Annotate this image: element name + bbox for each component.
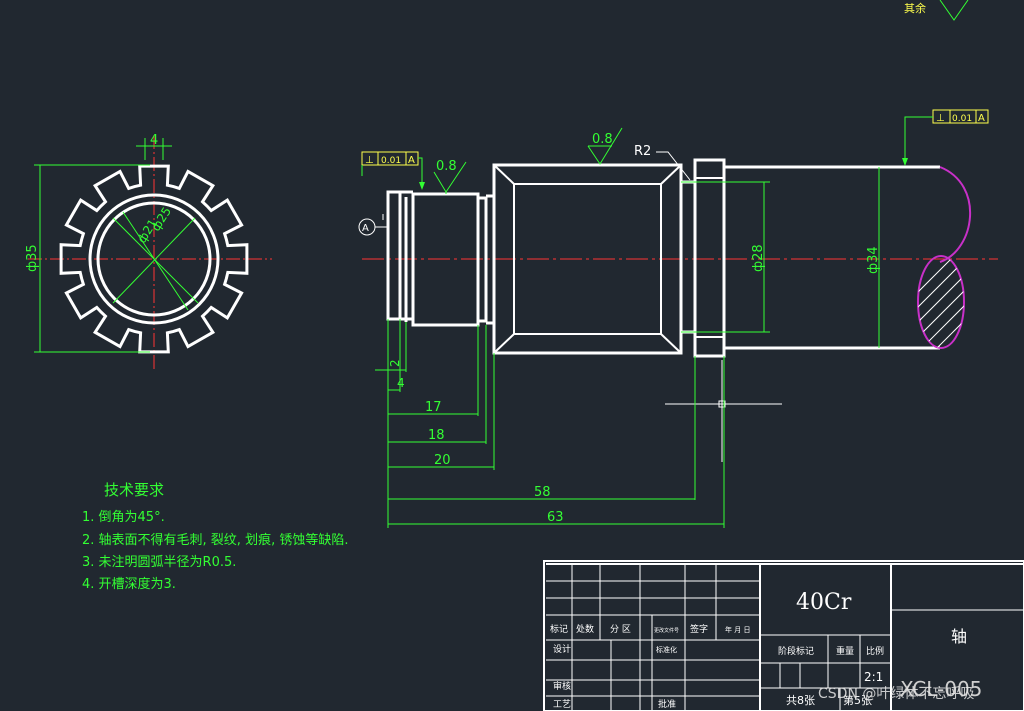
scale-label: 比例 xyxy=(866,645,884,657)
shaft-break-line xyxy=(939,166,972,263)
std-label: 标准化 xyxy=(656,645,677,654)
general-roughness-label: 其余 xyxy=(904,1,926,15)
len-17: 17 xyxy=(425,400,442,415)
roughness-left: 0.8 xyxy=(433,159,467,194)
gear-outline xyxy=(59,164,249,354)
len-58: 58 xyxy=(534,485,551,500)
d34-label: ф34 xyxy=(866,246,881,274)
title-material: 40Cr xyxy=(796,590,852,615)
tolerance-frame-left: ⊥ 0.01 A xyxy=(361,151,425,190)
check-label: 审核 xyxy=(553,680,571,692)
tol-right-symbol: ⊥ xyxy=(936,113,945,124)
gear-bore-inner xyxy=(96,201,212,317)
shaft-neck xyxy=(679,180,697,334)
hdr-sign: 签字 xyxy=(690,623,708,635)
title-block: 40Cr 轴 标记 处数 分 区 更改文件号 签字 年 月 日 设计 标准化 阶… xyxy=(543,560,1024,711)
len-63: 63 xyxy=(547,510,564,525)
sheets-total: 共8张 xyxy=(786,694,815,707)
gear-dia-leader-2 xyxy=(112,217,196,304)
chamfer-2 xyxy=(660,164,682,185)
tech-item-4: 4. 开槽深度为3. xyxy=(82,576,176,592)
general-roughness-icon xyxy=(939,0,969,21)
tech-item-1: 1. 倒角为45°. xyxy=(82,510,165,525)
gear-section-view: ф21 ф25 4 ф35 xyxy=(25,133,272,372)
sheet-no: 第5张 xyxy=(843,693,872,707)
tol-left-datum: A xyxy=(408,155,415,166)
gear-dia-d2: ф25 xyxy=(149,205,174,234)
tech-item-3: 3. 未注明圆弧半径为R0.5. xyxy=(82,555,236,570)
len-2: 2 xyxy=(388,359,402,367)
weight-label: 重量 xyxy=(836,645,854,657)
tol-right-datum: A xyxy=(978,113,985,124)
design-label: 设计 xyxy=(553,643,571,655)
title-part-name: 轴 xyxy=(951,627,967,646)
stage-label: 阶段标记 xyxy=(778,645,814,657)
hdr-date: 年 月 日 xyxy=(725,625,750,634)
drawing-no: XCL-005 xyxy=(900,677,982,701)
len-20: 20 xyxy=(434,453,451,468)
tol-left-symbol: ⊥ xyxy=(365,155,374,166)
hdr-mark: 标记 xyxy=(550,623,568,635)
tol-left-value: 0.01 xyxy=(381,156,401,166)
radius-leader xyxy=(656,151,691,181)
length-dimensions xyxy=(375,319,725,528)
tolerance-frame-right: ⊥ 0.01 A xyxy=(902,109,989,166)
scale-value: 2:1 xyxy=(864,670,883,684)
gear-width-label: 4 xyxy=(150,133,158,148)
shaft-groove-18 xyxy=(476,196,488,323)
gear-dia-leader-3 xyxy=(122,211,189,311)
hdr-count: 处数 xyxy=(576,623,594,635)
process-label: 工艺 xyxy=(553,699,571,710)
shaft-collar xyxy=(693,158,726,358)
tol-right-value: 0.01 xyxy=(952,114,972,124)
shaft-front-view: ф28 ф34 A ⊥ 0.01 A 0.8 xyxy=(358,109,998,528)
tech-item-2: 2. 轴表面不得有毛刺, 裂纹, 划痕, 锈蚀等缺陷. xyxy=(82,532,348,548)
roughness-left-value: 0.8 xyxy=(436,159,457,174)
hdr-zone: 分 区 xyxy=(610,624,631,635)
roughness-top-value: 0.8 xyxy=(592,132,613,147)
shaft-main-inner xyxy=(513,183,662,335)
radius-label: R2 xyxy=(634,144,651,159)
general-roughness-note: 其余 xyxy=(904,0,969,21)
shaft-break-section xyxy=(917,255,965,349)
datum-a-label: A xyxy=(362,223,369,234)
tech-title: 技术要求 xyxy=(104,481,164,499)
chamfer-1 xyxy=(493,164,515,185)
chamfer-4 xyxy=(660,333,682,354)
watermark: CSDN @叶绿体不忘呼吸 xyxy=(818,686,974,702)
d28-label: ф28 xyxy=(751,244,766,272)
approve-label: 批准 xyxy=(658,698,676,710)
roughness-top: 0.8 xyxy=(587,127,623,165)
len-18: 18 xyxy=(428,428,445,443)
shaft-end-face xyxy=(386,190,402,321)
gear-od-label: ф35 xyxy=(25,244,40,272)
hdr-change-file: 更改文件号 xyxy=(654,627,679,634)
gear-bore-outer xyxy=(88,193,220,325)
chamfer-3 xyxy=(493,333,515,354)
len-4: 4 xyxy=(397,376,405,390)
technical-requirements: 技术要求 1. 倒角为45°. 2. 轴表面不得有毛刺, 裂纹, 划痕, 锈蚀等… xyxy=(82,481,348,592)
